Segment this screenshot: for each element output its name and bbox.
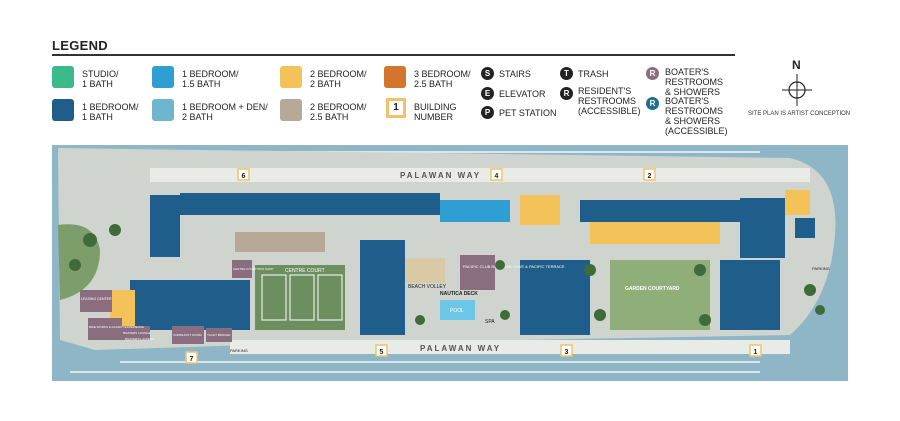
garden-courtyard [610,260,710,330]
building-1: 1 [754,349,758,356]
boater-restroom-accessible-icon: R [646,97,659,110]
swatch-1bed-den [152,99,174,121]
building-5: 5 [380,349,384,356]
swatch-1bed-1-5bath-label: 1 BEDROOM/1.5 BATH [182,69,239,89]
stairs-label: STAIRS [499,69,531,79]
swatch-1bed-1bath-label: 1 BEDROOM/1 BATH [82,102,139,122]
pool-label: POOL [450,308,464,314]
spa-label: SPA [485,319,495,325]
legend: LEGEND STUDIO/1 BATH 1 BEDROOM/1 BATH 1 … [0,0,900,140]
yacht-broker-label: YACHT BROKER [207,333,231,337]
swatch-2bed-2-5bath-label: 2 BEDROOM/2.5 BATH [310,102,367,122]
swatch-2bed-2bath-label: 2 BEDROOM/2 BATH [310,69,367,89]
amenity-buildings [80,260,252,344]
stairs-icon: S [481,67,494,80]
trash-label: TRASH [578,69,609,79]
pet-station-icon: P [481,106,494,119]
trees [69,224,825,326]
legend-divider [52,54,735,56]
compass-north-label: N [792,58,801,72]
garden-courtyard-label: GARDEN COURTYARD [625,286,680,292]
building-6: 6 [242,173,246,180]
swatch-2bed-2-5bath [280,99,302,121]
residents-restroom-icon: R [560,87,573,100]
site-map: PALAWAN WAY PALAWAN WAY CENTRE COURT POO… [52,145,848,381]
building-7: 7 [190,356,194,363]
trash-icon: T [560,67,573,80]
pro-shop-label: CENTRE COURT PRO SHOP [233,267,273,271]
boaters-laundry-label: BOATER'S LAUNDRY [125,337,155,341]
swatch-studio-label: STUDIO/1 BATH [82,69,119,89]
swatch-1bed-1-5bath [152,66,174,88]
building-2: 2 [648,173,652,180]
parking-label-right: PARKING [812,266,830,271]
compass-icon [782,74,812,106]
beach-volley [405,258,445,283]
elevator-label: ELEVATOR [499,89,546,99]
docks-bottom [70,361,760,373]
swatch-3bed-label: 3 BEDROOM/2.5 BATH [414,69,471,89]
swatch-2bed-2bath [280,66,302,88]
building-blocks-mid [110,240,780,335]
pet-station-label: PET STATION [499,108,557,118]
community-room-label: COMMUNITY ROOM [173,333,202,337]
centre-court [255,265,345,330]
swatch-3bed [384,66,406,88]
boater-restroom-icon: R [646,67,659,80]
swatch-1bed-den-label: 1 BEDROOM + DEN/2 BATH [182,102,268,122]
beach-volley-label: BEACH VOLLEY [408,284,447,290]
legend-title: LEGEND [52,38,108,53]
building-4: 4 [495,173,499,180]
swatch-studio [52,66,74,88]
building-number-icon: 1 [386,98,406,118]
site-plan-note: SITE PLAN IS ARTIST CONCEPTION [748,111,851,117]
pool [440,300,475,320]
elevator-icon: E [481,87,494,100]
pacific-club-label: PACIFIC CLUB BUSINESS COVE & PACIFIC TER… [463,264,565,269]
leasing-center-label: LEASING CENTER [81,297,112,301]
boaters-lounge-label: BOATERS LOUNGE [123,331,151,335]
street-top-label: PALAWAN WAY [400,171,481,180]
building-3: 3 [565,349,569,356]
swatch-1bed-1bath [52,99,74,121]
street-bottom-label: PALAWAN WAY [420,344,501,353]
bike-works-label: BIKE WORKS & KAYAKIT EXPERIENCE [89,325,144,329]
parking-label-bottom: PARKING [230,348,248,353]
building-blocks-top [150,190,815,258]
street-bottom [230,340,790,354]
centre-court-label: CENTRE COURT [285,268,325,274]
nautica-deck-label: NAUTICA DECK [440,291,478,297]
